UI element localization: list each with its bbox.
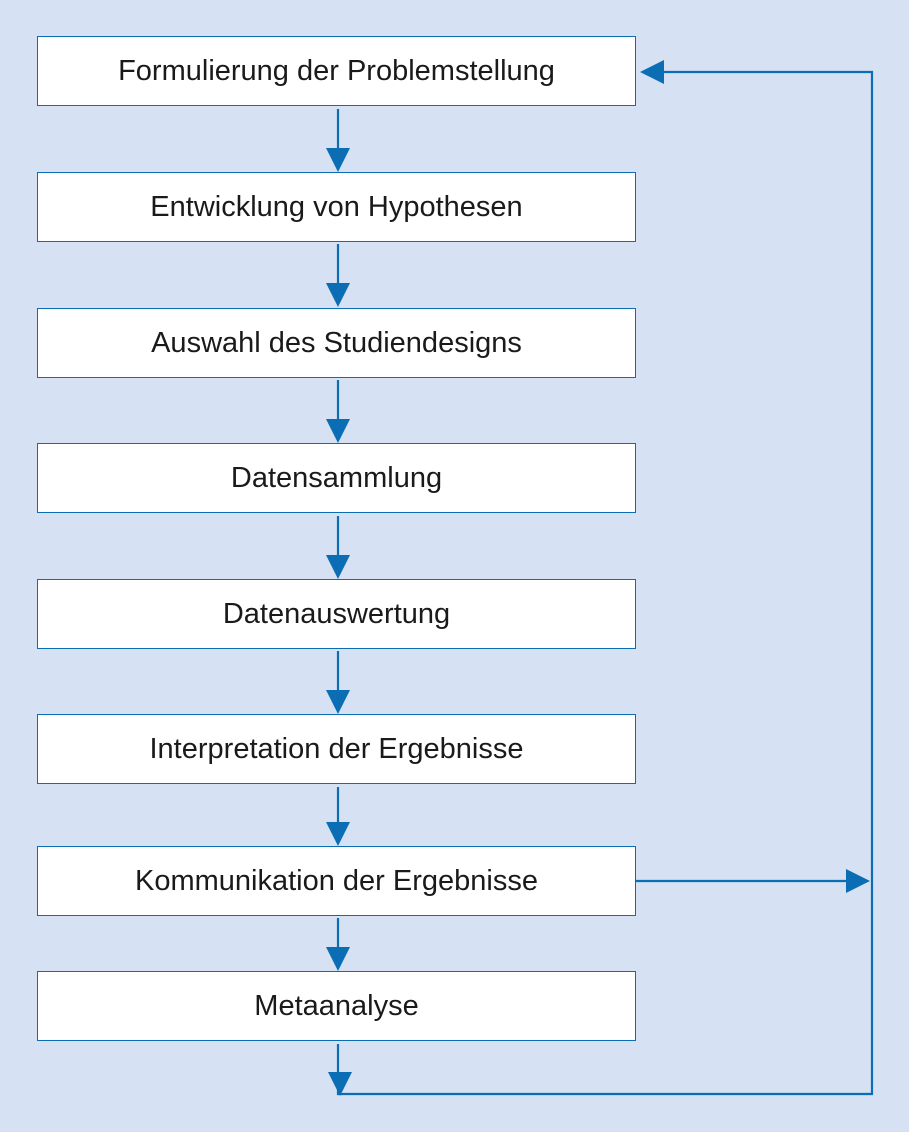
step-label: Datenauswertung [222, 597, 451, 630]
step-label: Entwicklung von Hypothesen [150, 190, 523, 223]
arrowhead-down-6 [326, 822, 350, 846]
arrowhead-down-5 [326, 690, 350, 714]
step-hypothesis-development: Entwicklung von Hypothesen [37, 172, 636, 242]
step-interpretation: Interpretation der Ergebnisse [37, 714, 636, 784]
arrowhead-right-side [846, 869, 870, 893]
step-data-analysis: Datenauswertung [37, 579, 636, 649]
step-label: Interpretation der Ergebnisse [149, 732, 524, 765]
arrowhead-left-feedback [640, 60, 664, 84]
step-label: Kommunikation der Ergebnisse [135, 864, 538, 897]
arrowhead-down-4 [326, 555, 350, 579]
step-label: Metaanalyse [254, 989, 419, 1022]
arrowhead-down-3 [326, 419, 350, 443]
step-label: Auswahl des Studiendesigns [151, 326, 522, 359]
step-label: Formulierung der Problemstellung [118, 54, 555, 87]
step-communication: Kommunikation der Ergebnisse [37, 846, 636, 916]
arrowhead-down-1 [326, 148, 350, 172]
step-problem-formulation: Formulierung der Problemstellung [37, 36, 636, 106]
arrowhead-down-7 [326, 947, 350, 971]
step-data-collection: Datensammlung [37, 443, 636, 513]
step-label: Datensammlung [230, 461, 443, 494]
step-study-design: Auswahl des Studiendesigns [37, 308, 636, 378]
step-meta-analysis: Metaanalyse [37, 971, 636, 1041]
arrowhead-down-8 [328, 1072, 352, 1096]
arrowhead-down-2 [326, 283, 350, 307]
